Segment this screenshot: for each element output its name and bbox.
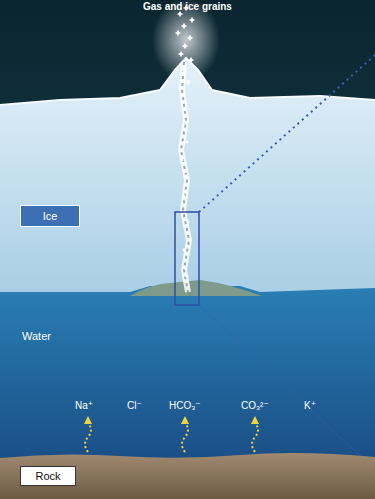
ice-grain	[185, 140, 189, 144]
ion-label: Na⁺	[75, 400, 93, 411]
ice-grain	[187, 35, 193, 41]
ion-label: HCO₃⁻	[169, 400, 201, 411]
rock-box: Rock	[20, 466, 76, 486]
ice-grain	[185, 274, 189, 278]
ice-grain	[184, 108, 188, 112]
ice-grain	[182, 194, 186, 198]
ice-grain	[180, 158, 184, 162]
node-label: Ice	[43, 210, 58, 222]
ice-grain	[181, 23, 187, 29]
ice-grain	[178, 51, 184, 57]
ice-grain	[184, 174, 188, 178]
ice-grain	[180, 94, 184, 98]
ice-box: Ice	[20, 205, 80, 227]
ice-grain	[182, 43, 188, 49]
ice-grain	[182, 248, 186, 252]
ion-label: Cl⁻	[127, 400, 142, 411]
ice-grain	[175, 30, 181, 36]
title: Gas and ice grains	[143, 1, 232, 12]
ice-grain	[186, 220, 190, 224]
ice-grain	[181, 67, 187, 73]
node-label: Rock	[35, 470, 60, 482]
ion-label: CO₃²⁻	[241, 400, 269, 411]
ice-grain	[188, 57, 194, 63]
ion-label: K⁺	[304, 400, 316, 411]
region-label: Water	[22, 330, 51, 342]
ice-grain	[189, 17, 195, 23]
ice-grain	[181, 124, 185, 128]
ice-grain	[185, 79, 191, 85]
